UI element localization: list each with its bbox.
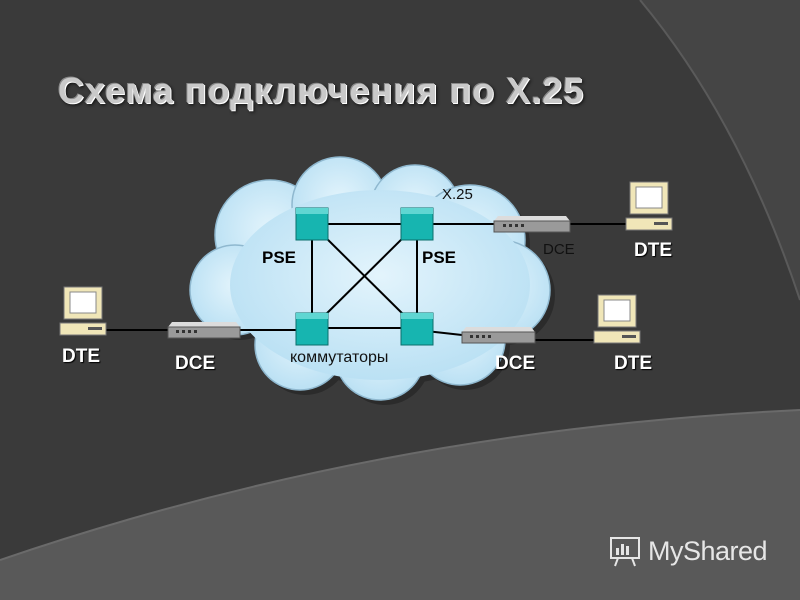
switch-bottom-right	[400, 312, 434, 346]
bg-wedge-bottom	[0, 410, 800, 600]
dce-label-top-right: DCE	[543, 241, 575, 258]
dce-modem-left	[167, 322, 241, 339]
switches-label: коммутаторы	[290, 349, 389, 366]
dte-computer-top-right	[625, 181, 673, 231]
bg-wedge-top	[640, 0, 800, 300]
pse-switch-top-left	[295, 207, 329, 241]
dte-computer-left	[59, 286, 107, 336]
pse-label-right: PSE	[422, 248, 457, 267]
pse-switch-top-right	[400, 207, 434, 241]
switch-bottom-left	[295, 312, 329, 346]
dte-label-left: DTE	[62, 346, 100, 367]
pse-label-left: PSE	[262, 248, 297, 267]
dte-label-top-right: DTE	[634, 240, 672, 261]
watermark-text: MyShared	[648, 535, 768, 566]
dte-label-bottom-right: DTE	[614, 353, 652, 374]
link-diagonal-2	[311, 223, 418, 329]
bg-wedge-bottom-edge	[0, 409, 800, 561]
dte-computer-bottom-right	[593, 294, 641, 344]
slide-title: Схема подключения по X.25	[58, 70, 585, 111]
bg-wedge-top-edge	[639, 0, 800, 301]
links	[106, 223, 628, 341]
network-label: X.25	[442, 186, 473, 203]
dce-label-bottom-right: DCE	[495, 353, 536, 374]
dce-modem-top-right	[493, 216, 571, 233]
presentation-board-icon	[610, 537, 640, 567]
watermark: MyShared	[608, 534, 768, 568]
dce-label-left: DCE	[175, 353, 216, 374]
dce-modem-bottom-right	[461, 327, 536, 344]
